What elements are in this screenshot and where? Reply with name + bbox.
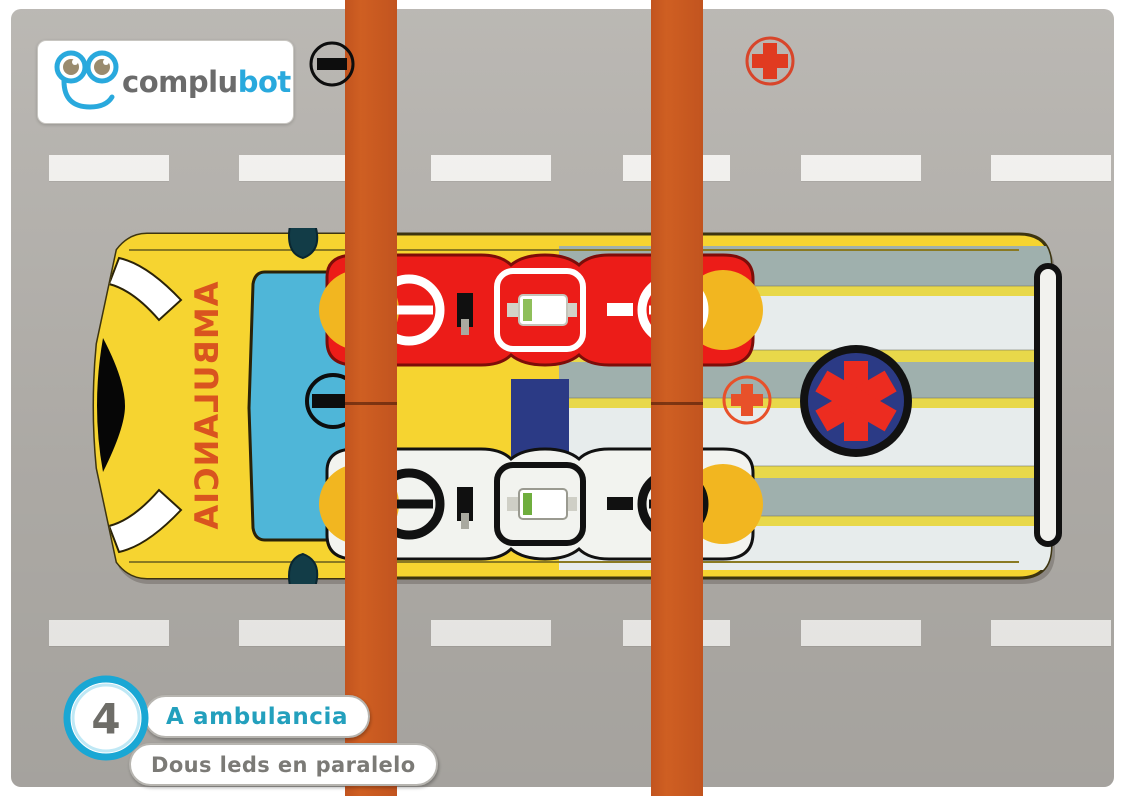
label-title-text: A ambulancia [166,703,349,730]
logo-text-main: complu [122,65,238,99]
strap-bar-left [345,0,397,796]
road-dash [431,155,551,181]
road-surface: AMBULANCIA [11,9,1114,787]
road-dash-row-top [11,155,1114,181]
ambulance-top-view: AMBULANCIA [89,228,1064,584]
road-dash [991,620,1111,646]
road-dash [49,620,169,646]
road-dash [239,620,359,646]
red-cross-circle-icon-top [744,35,796,87]
step-number-badge: 4 [63,675,149,761]
logo-wordmark: complubot [122,65,291,99]
smiley-face-icon [50,49,126,115]
road-dash-row-bottom [11,620,1114,646]
label-subtitle: Dous leds en paralelo [129,743,438,786]
step-number-text: 4 [91,695,120,744]
road-dash [239,155,359,181]
logo-text-accent: bot [237,65,292,99]
road-dash [801,155,921,181]
minus-circle-icon-top [308,40,356,88]
label-title: A ambulancia [144,695,371,738]
complubot-logo-plate: complubot [37,40,294,124]
road-dash [431,620,551,646]
strap-bar-right [651,0,703,796]
strap-seam-right [651,402,703,405]
road-dash [991,155,1111,181]
ambulance-side-text: AMBULANCIA [188,281,226,530]
label-subtitle-text: Dous leds en paralelo [151,752,416,777]
mirror-bottom [287,552,319,584]
road-dash [801,620,921,646]
rear-handle [1034,263,1062,547]
mirror-top [287,228,319,260]
road-dash [49,155,169,181]
strap-seam-left [345,402,397,405]
